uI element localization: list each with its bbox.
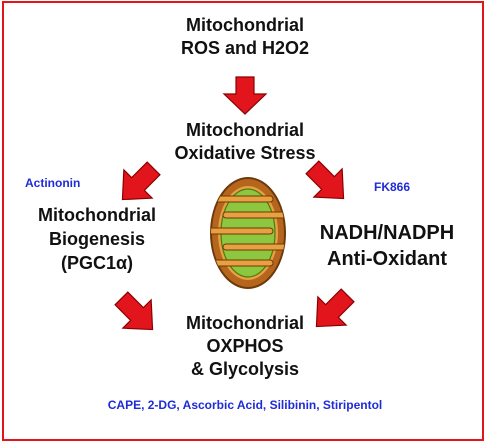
node-ros-h2o2: Mitochondrial ROS and H2O2 <box>150 14 340 60</box>
node-oxphos-glycolysis: Mitochondrial OXPHOS & Glycolysis <box>150 312 340 381</box>
arrow-biogenesis-to-oxphos <box>114 291 154 331</box>
node-oxphos-line1: Mitochondrial <box>186 313 304 333</box>
arrow-down-top <box>222 76 268 115</box>
inhibitor-list-bottom: CAPE, 2-DG, Ascorbic Acid, Silibinin, St… <box>107 398 383 412</box>
node-biogenesis-line2: Biogenesis <box>48 229 146 249</box>
node-nadh-line2: Anti-Oxidant <box>327 248 447 270</box>
diagram-border <box>2 1 484 441</box>
inhibitor-fk866: FK866 <box>374 180 411 194</box>
arrow-to-nadh <box>305 160 345 200</box>
node-stress-line1: Mitochondrial <box>186 120 304 140</box>
inhibitor-actinonin: Actinonin <box>25 176 81 190</box>
node-biogenesis: Mitochondrial Biogenesis (PGC1α) <box>17 203 177 275</box>
arrow-to-biogenesis <box>121 161 161 201</box>
node-stress-line2: Oxidative Stress <box>174 143 316 163</box>
node-nadh-line1: NADH/NADPH <box>319 222 455 244</box>
node-oxphos-line3: & Glycolysis <box>190 359 300 379</box>
node-biogenesis-line1: Mitochondrial <box>38 205 156 225</box>
node-nadh-antioxidant: NADH/NADPH Anti-Oxidant <box>297 220 477 272</box>
node-ros-line2: ROS and H2O2 <box>180 38 310 58</box>
arrow-nadh-to-oxphos <box>315 288 355 328</box>
node-oxphos-line2: OXPHOS <box>206 336 284 356</box>
node-oxidative-stress: Mitochondrial Oxidative Stress <box>140 119 350 165</box>
mitochondrion-icon <box>210 177 286 289</box>
node-ros-line1: Mitochondrial <box>186 15 304 35</box>
node-biogenesis-line3: (PGC1α) <box>60 253 134 273</box>
